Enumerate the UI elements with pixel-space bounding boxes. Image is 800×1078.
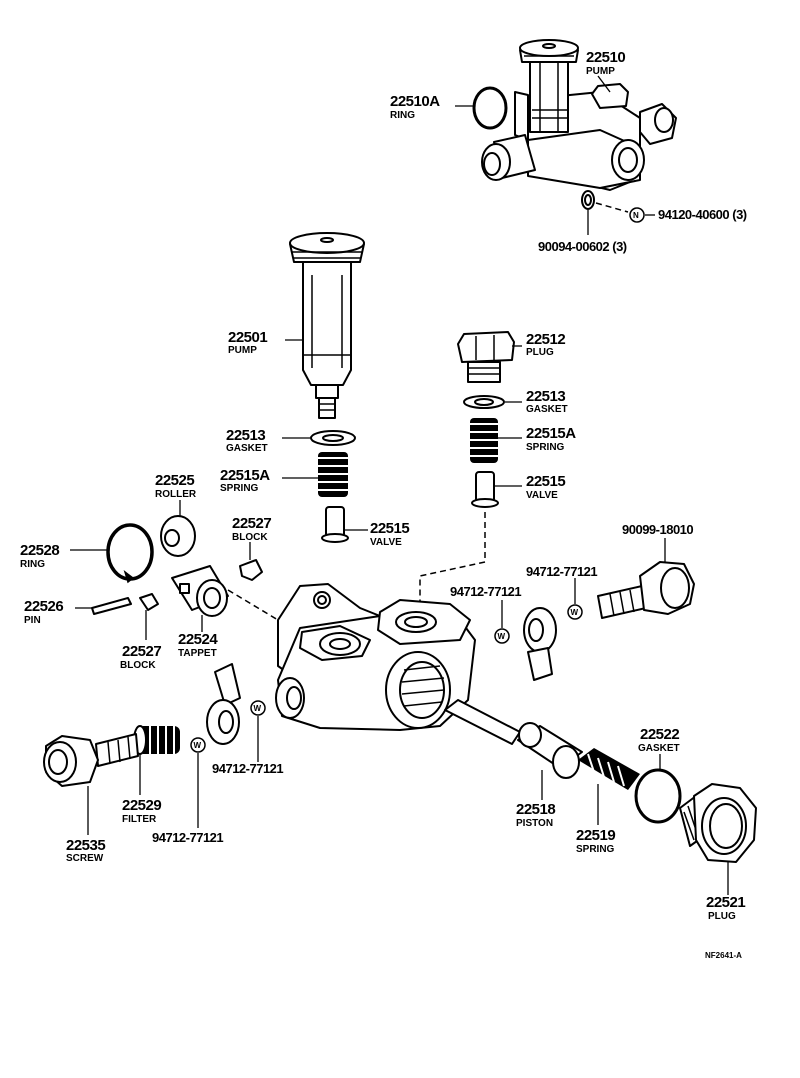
- callout-name: PLUG: [708, 911, 736, 922]
- spring-22515a-right: [470, 418, 498, 463]
- callout-number: 22525: [155, 472, 194, 489]
- callout-number: 22519: [576, 827, 615, 844]
- callout-name: GASKET: [638, 743, 680, 754]
- callout-name: BLOCK: [232, 532, 268, 543]
- callout-name: RING: [20, 559, 45, 570]
- callout-number: 22513: [226, 427, 265, 444]
- callout-name: SPRING: [526, 442, 565, 453]
- callout-name: PUMP: [586, 66, 615, 77]
- piston-22518: [517, 722, 583, 779]
- figure-reference: NF2641-A: [705, 951, 742, 960]
- block-22527-bottom: [139, 593, 159, 611]
- callout-name: PUMP: [228, 345, 257, 356]
- washer-and-nut-pair: N: [581, 190, 645, 223]
- snap-ring-22528: [106, 523, 154, 581]
- callout-number: 94712-77121: [152, 830, 223, 845]
- callout-number: 22526: [24, 598, 63, 615]
- filter-22529: [133, 725, 180, 755]
- callout-name: VALVE: [526, 490, 558, 501]
- callout-number: 22529: [122, 797, 161, 814]
- callout-number: 90094-00602 (3): [538, 239, 627, 254]
- callout-labels: 22510 PUMP 22510A RING 94120-40600 (3) 9…: [20, 49, 747, 960]
- callout-number: 22512: [526, 331, 565, 348]
- callout-number: 22527: [232, 515, 271, 532]
- hex-plug-22512: [457, 331, 515, 383]
- banjo-fitting-right: [523, 607, 557, 681]
- callout-number: 90099-18010: [622, 522, 693, 537]
- callout-number: 22510: [586, 49, 625, 66]
- spring-22519: [578, 748, 640, 790]
- pump-body: [275, 583, 476, 731]
- callout-name: TAPPET: [178, 648, 217, 659]
- banjo-fitting-left: [206, 663, 241, 745]
- block-22527-top: [239, 559, 263, 581]
- callout-number: 22535: [66, 837, 105, 854]
- callout-number: 22510A: [390, 93, 440, 110]
- valve-22515-left: [321, 506, 349, 543]
- callout-number: 22501: [228, 329, 267, 346]
- callout-name: ROLLER: [155, 489, 197, 500]
- callout-number: 22527: [122, 643, 161, 660]
- callout-name: SCREW: [66, 853, 104, 864]
- washer-marker: W: [571, 608, 579, 617]
- callout-name: VALVE: [370, 537, 402, 548]
- callout-name: BLOCK: [120, 660, 156, 671]
- valve-22515-right: [471, 471, 499, 508]
- callout-number: 22524: [178, 631, 218, 648]
- washer-marker: W: [194, 741, 202, 750]
- callout-number: 22522: [640, 726, 679, 743]
- callout-number: 94120-40600 (3): [658, 207, 747, 222]
- callout-name: SPRING: [576, 844, 615, 855]
- callout-number: 22518: [516, 801, 555, 818]
- callout-number: 22521: [706, 894, 745, 911]
- callout-name: SPRING: [220, 483, 259, 494]
- callout-number: 22515A: [526, 425, 576, 442]
- callout-number: 22515: [370, 520, 409, 537]
- callout-number: 22515: [526, 473, 565, 490]
- callout-number: 22515A: [220, 467, 270, 484]
- tappet-22524: [171, 565, 229, 617]
- callout-name: FILTER: [122, 814, 157, 825]
- callout-name: PLUG: [526, 347, 554, 358]
- spring-22515a-left: [318, 452, 348, 497]
- plug-22521: [679, 783, 757, 863]
- callout-name: RING: [390, 110, 415, 121]
- pin-22526: [91, 597, 132, 615]
- callout-number: 22528: [20, 542, 59, 559]
- callout-name: GASKET: [226, 443, 268, 454]
- nut-marker: N: [633, 211, 639, 220]
- roller-22525: [160, 515, 196, 557]
- washer-marker: W: [254, 704, 262, 713]
- leader-lines: [70, 75, 729, 895]
- assembled-pump: [472, 39, 677, 191]
- callout-name: PIN: [24, 615, 41, 626]
- union-bolt-90099: [597, 561, 695, 619]
- washer-marker: W: [498, 632, 506, 641]
- callout-number: 94712-77121: [450, 584, 521, 599]
- piston-rod: [444, 699, 521, 745]
- banjo-screw-22535: [43, 733, 139, 787]
- callout-number: 94712-77121: [212, 761, 283, 776]
- gasket-22522: [634, 768, 682, 824]
- callout-name: GASKET: [526, 404, 568, 415]
- callout-number: 22513: [526, 388, 565, 405]
- callout-name: PISTON: [516, 818, 553, 829]
- priming-pump: [289, 232, 365, 419]
- callout-number: 94712-77121: [526, 564, 597, 579]
